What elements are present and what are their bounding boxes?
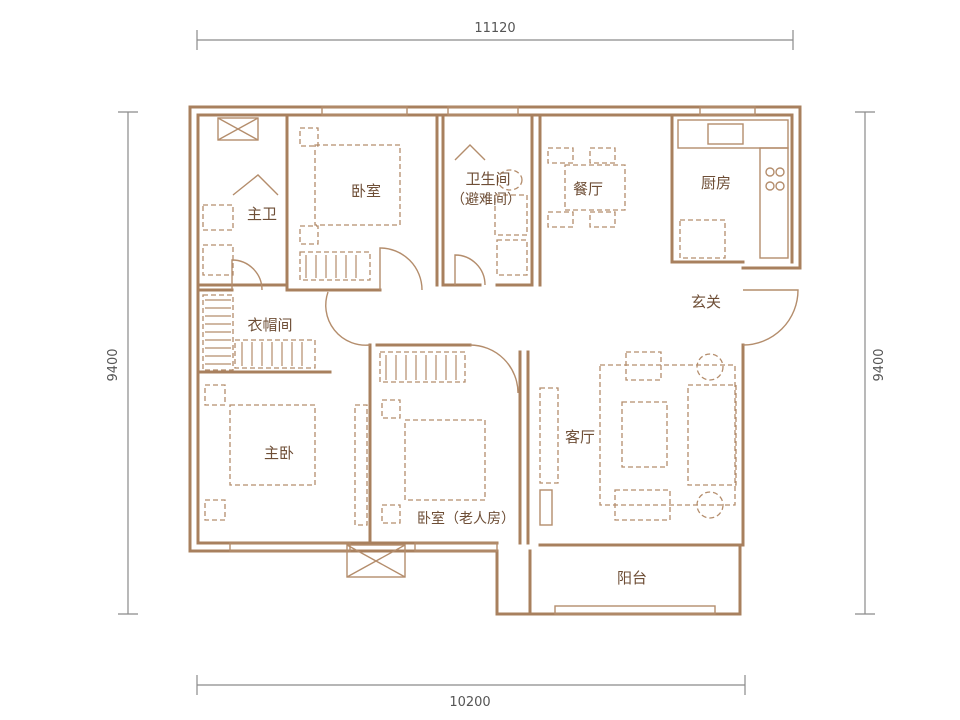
room-label-refuge: （避难间） [451,192,521,208]
room-label-closet: 衣帽间 [247,316,292,334]
windows [217,106,756,615]
room-label-bathroom: 卫生间 [465,170,510,188]
room-label-kitchen: 厨房 [701,174,731,192]
dimension-bottom: 10200 [449,695,490,710]
dimension-right: 9400 [872,348,887,381]
dimension-top: 11120 [474,21,515,36]
room-label-elder-bedroom: 卧室（老人房） [417,510,515,527]
room-label-balcony: 阳台 [617,569,647,587]
room-labels: 主卫 卧室 卫生间 （避难间） 餐厅 厨房 玄关 衣帽间 客厅 主卧 卧室（老人… [247,170,731,587]
wardrobe-hatching [205,255,457,380]
room-label-bedroom: 卧室 [351,182,381,200]
room-label-dining: 餐厅 [573,180,603,198]
dimension-lines: 11120 10200 9400 9400 [106,21,887,710]
room-label-living: 客厅 [565,428,595,446]
doors [231,144,799,394]
dimension-left: 9400 [106,348,121,381]
room-label-entrance: 玄关 [691,293,721,311]
room-label-master-bedroom: 主卧 [264,444,294,462]
room-label-master-bath: 主卫 [247,205,277,223]
furniture [202,119,789,526]
